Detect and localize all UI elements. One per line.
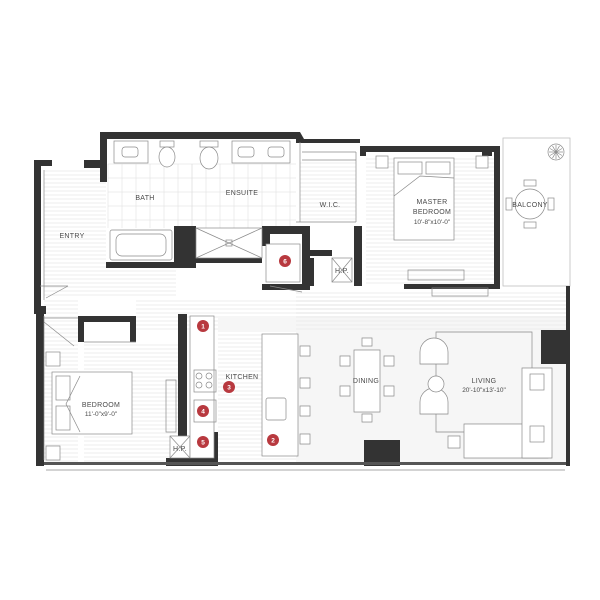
label-kitchen: KITCHEN: [226, 374, 259, 381]
badge-1: 1: [197, 320, 209, 332]
svg-text:2: 2: [271, 438, 275, 445]
label-ensuite: ENSUITE: [226, 190, 258, 197]
walls: [34, 132, 570, 466]
label-hp-upper: H.P.: [335, 268, 349, 275]
label-master-dim: 10'-8"x10'-0": [414, 219, 451, 226]
label-master-bedroom: BEDROOM: [413, 209, 451, 216]
label-bedroom-dim: 11'-0"x9'-0": [85, 411, 118, 418]
balcony-furniture: [505, 143, 565, 229]
room-labels: BATH ENSUITE W.I.C. MASTER BEDROOM 10'-8…: [59, 190, 547, 453]
interior-lines: [40, 142, 565, 471]
label-living-dim: 20'-10"x13'-10": [462, 387, 506, 394]
svg-text:5: 5: [201, 440, 205, 447]
label-bath: BATH: [135, 195, 154, 202]
badge-3: 3: [223, 381, 235, 393]
bedroom-furniture: [45, 351, 177, 461]
label-balcony: BALCONY: [512, 202, 548, 209]
badges: 1 2 3 4 5 6: [197, 255, 291, 448]
master-bed: [375, 155, 489, 297]
svg-text:4: 4: [201, 409, 205, 416]
kitchen-fixtures: [189, 315, 311, 459]
svg-text:3: 3: [227, 385, 231, 392]
label-master: MASTER: [417, 199, 448, 206]
label-entry: ENTRY: [59, 233, 84, 240]
badge-4: 4: [197, 405, 209, 417]
living-furniture: [419, 331, 553, 459]
label-living: LIVING: [472, 378, 497, 385]
svg-text:6: 6: [283, 259, 287, 266]
svg-text:1: 1: [201, 324, 205, 331]
badge-6: 6: [279, 255, 291, 267]
plant-icon: [549, 145, 563, 159]
label-bedroom: BEDROOM: [82, 402, 120, 409]
label-wic: W.I.C.: [320, 202, 341, 209]
badge-2: 2: [267, 434, 279, 446]
label-dining: DINING: [353, 378, 379, 385]
label-hp-lower: H.P.: [173, 446, 187, 453]
bath-fixtures: [109, 140, 291, 261]
badge-5: 5: [197, 436, 209, 448]
dining-table: [339, 337, 395, 423]
